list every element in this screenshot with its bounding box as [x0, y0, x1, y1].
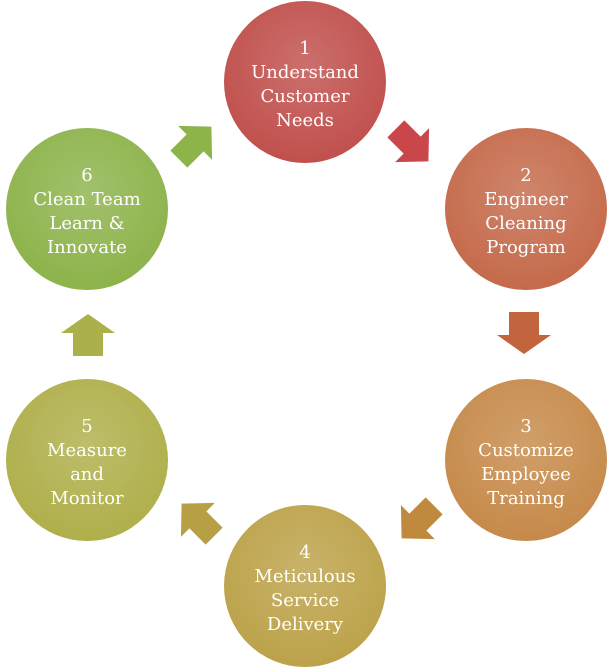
step-2-line-3: Program — [486, 237, 565, 258]
arrow-6-to-1 — [170, 125, 213, 168]
step-1-line-3: Needs — [276, 110, 334, 131]
step-1-number: 1 — [299, 38, 310, 59]
step-4-number: 4 — [299, 542, 310, 563]
step-3-line-3: Training — [487, 488, 565, 509]
step-4-line-1: Meticulous — [254, 566, 355, 587]
step-2-node: 2 Engineer Cleaning Program — [445, 128, 607, 290]
step-3-line-2: Employee — [481, 464, 571, 485]
arrow-shape — [170, 125, 213, 168]
step-6-line-3: Innovate — [47, 237, 127, 258]
step-5-line-2: and — [70, 464, 104, 485]
arrow-4-to-5 — [180, 502, 223, 545]
circle-highlight — [224, 1, 386, 163]
arrow-shape — [400, 497, 443, 540]
step-5-line-3: Monitor — [50, 488, 124, 509]
circle-highlight — [224, 505, 386, 667]
arrow-shape — [387, 120, 430, 163]
circle-highlight — [6, 379, 168, 541]
step-4-line-3: Delivery — [267, 614, 344, 635]
step-2-number: 2 — [520, 165, 531, 186]
arrow-1-to-2 — [387, 120, 430, 163]
arrow-5-to-6 — [61, 314, 115, 356]
arrow-shape — [497, 312, 551, 354]
step-5-number: 5 — [81, 416, 92, 437]
arrow-2-to-3 — [497, 312, 551, 354]
step-6-line-1: Clean Team — [33, 189, 140, 210]
circle-highlight — [445, 128, 607, 290]
step-1-node: 1 Understand Customer Needs — [224, 1, 386, 163]
circle-highlight — [6, 128, 168, 290]
step-3-number: 3 — [520, 416, 531, 437]
step-6-number: 6 — [81, 165, 92, 186]
step-2-line-1: Engineer — [484, 189, 568, 210]
step-3-line-1: Customize — [478, 440, 574, 461]
step-5-node: 5 Measure and Monitor — [6, 379, 168, 541]
step-6-line-2: Learn & — [49, 213, 124, 234]
step-2-line-2: Cleaning — [485, 213, 566, 234]
step-1-line-1: Understand — [251, 62, 359, 83]
arrow-3-to-4 — [400, 497, 443, 540]
step-4-line-2: Service — [271, 590, 339, 611]
circle-highlight — [445, 379, 607, 541]
step-6-node: 6 Clean Team Learn & Innovate — [6, 128, 168, 290]
step-5-line-1: Measure — [47, 440, 127, 461]
step-1-line-2: Customer — [261, 86, 350, 107]
step-3-node: 3 Customize Employee Training — [445, 379, 607, 541]
step-4-node: 4 Meticulous Service Delivery — [224, 505, 386, 667]
arrow-shape — [61, 314, 115, 356]
arrow-shape — [180, 502, 223, 545]
